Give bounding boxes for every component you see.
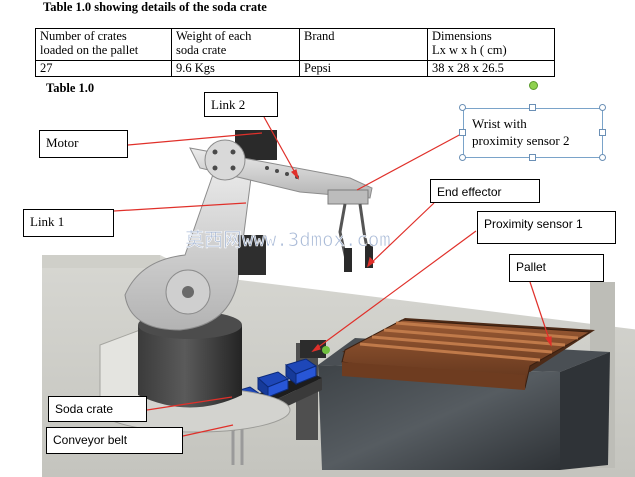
stone-table-front	[318, 365, 560, 470]
robot-wrist	[327, 189, 369, 205]
header-crate-weight: Weight of each soda crate	[171, 28, 300, 61]
label-link-1: Link 1	[23, 209, 114, 237]
header-dimensions: Dimensions Lx w x h ( cm)	[427, 28, 555, 61]
table-row: 27 9.6 Kgs Pepsi 38 x 28 x 26.5	[35, 60, 555, 77]
label-end-effector: End effector	[430, 179, 540, 203]
resize-handle-top[interactable]	[529, 104, 536, 111]
pallet-graphic	[341, 318, 595, 390]
pointer-lines	[113, 116, 552, 437]
resize-handle-right[interactable]	[599, 129, 606, 136]
label-proximity-sensor-1: Proximity sensor 1	[477, 211, 616, 244]
header-brand: Brand	[299, 28, 428, 61]
cell-crate-weight: 9.6 Kgs	[171, 60, 300, 77]
resize-handle-bottom-right[interactable]	[599, 154, 606, 161]
resize-handle-left[interactable]	[459, 129, 466, 136]
side-wall	[42, 255, 160, 268]
proximity-sensor-head	[300, 340, 326, 358]
label-pallet: Pallet	[509, 254, 604, 282]
table-header-row: Number of crates loaded on the pallet We…	[35, 28, 555, 61]
label-conveyor-belt: Conveyor belt	[46, 427, 183, 454]
label-soda-crate: Soda crate	[48, 396, 147, 422]
robot-link-1	[124, 159, 253, 331]
watermark: 莫西网www.3dmox.com	[185, 229, 391, 251]
resize-handle-top-left[interactable]	[459, 104, 466, 111]
resize-handle-top-right[interactable]	[599, 104, 606, 111]
resize-handle-bottom-left[interactable]	[459, 154, 466, 161]
cell-crate-count: 27	[35, 60, 172, 77]
table-caption: Table 1.0 showing details of the soda cr…	[43, 0, 267, 14]
label-wrist-proximity-sensor-2[interactable]: Wrist with proximity sensor 2	[472, 116, 570, 148]
label-motor: Motor	[39, 130, 128, 158]
rotate-handle[interactable]	[529, 81, 538, 90]
label-link-2: Link 2	[204, 92, 278, 117]
soda-crate-details-table: Number of crates loaded on the pallet We…	[35, 28, 555, 77]
robot-cell-illustration: 莫西网www.3dmox.com	[42, 116, 635, 477]
header-crate-count: Number of crates loaded on the pallet	[35, 28, 172, 61]
cell-brand: Pepsi	[299, 60, 428, 77]
resize-handle-bottom[interactable]	[529, 154, 536, 161]
cell-dimensions: 38 x 28 x 26.5	[427, 60, 555, 77]
stone-table-side	[560, 352, 610, 470]
robot-pedestal	[138, 325, 242, 408]
table-label: Table 1.0	[46, 81, 95, 95]
